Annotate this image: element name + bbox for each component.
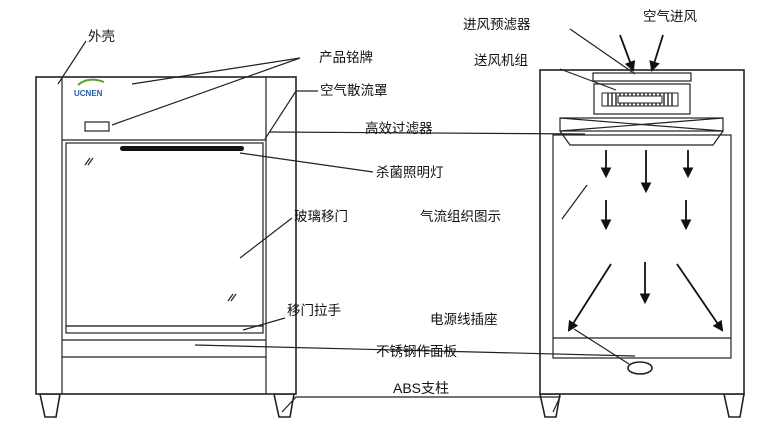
inlet-arrow xyxy=(619,34,636,73)
airflow-arrows xyxy=(567,34,724,332)
label-power-socket: 电源线插座 xyxy=(430,312,498,328)
hepa-filter xyxy=(559,117,724,132)
label-nameplate: 产品铭牌 xyxy=(319,49,373,66)
inlet-arrow xyxy=(649,34,664,73)
airflow-arrow xyxy=(567,263,612,332)
label-worktop: 不锈钢作面板 xyxy=(376,344,457,360)
label-hepa-filter: 高效过滤器 xyxy=(365,120,433,137)
label-air-diffuser: 空气散流罩 xyxy=(320,83,388,99)
section-view xyxy=(539,34,745,418)
label-blower: 送风机组 xyxy=(474,53,528,69)
label-airflow-diagram: 气流组织图示 xyxy=(420,209,501,225)
front-view: UCNEN xyxy=(35,76,297,418)
diffuser-plate xyxy=(559,130,724,146)
front-leg-left xyxy=(39,393,61,418)
front-leg-right xyxy=(273,393,295,418)
pre-filter xyxy=(592,72,692,82)
label-abs-leg: ABS支柱 xyxy=(393,380,449,396)
work-chamber xyxy=(552,134,732,359)
power-socket-icon xyxy=(627,361,653,375)
door-handle xyxy=(65,325,264,334)
label-glass-door: 玻璃移门 xyxy=(294,208,348,225)
blower-housing xyxy=(593,83,691,115)
label-pre-filter: 进风预滤器 xyxy=(463,17,531,33)
label-shell: 外壳 xyxy=(88,29,115,45)
callout-labels: 外壳 产品铭牌 空气散流罩 高效过滤器 杀菌照明灯 玻璃移门 气流组织图示 移门… xyxy=(88,9,697,396)
uv-light-bar xyxy=(120,146,244,151)
label-door-handle: 移门拉手 xyxy=(287,303,341,319)
outer-shell xyxy=(35,76,297,395)
brand-logo: UCNEN xyxy=(74,78,105,98)
leader-lines xyxy=(57,28,636,413)
logo-text: UCNEN xyxy=(74,89,103,98)
glass-reflection-icon xyxy=(84,157,237,302)
side-leg-right xyxy=(723,393,745,418)
label-uv-light: 杀菌照明灯 xyxy=(376,165,444,181)
nameplate xyxy=(84,121,110,132)
label-air-inlet: 空气进风 xyxy=(643,9,697,25)
logo-swoosh-icon xyxy=(77,78,105,86)
fan-impeller-icon xyxy=(601,92,679,107)
airflow-arrow xyxy=(676,263,724,332)
